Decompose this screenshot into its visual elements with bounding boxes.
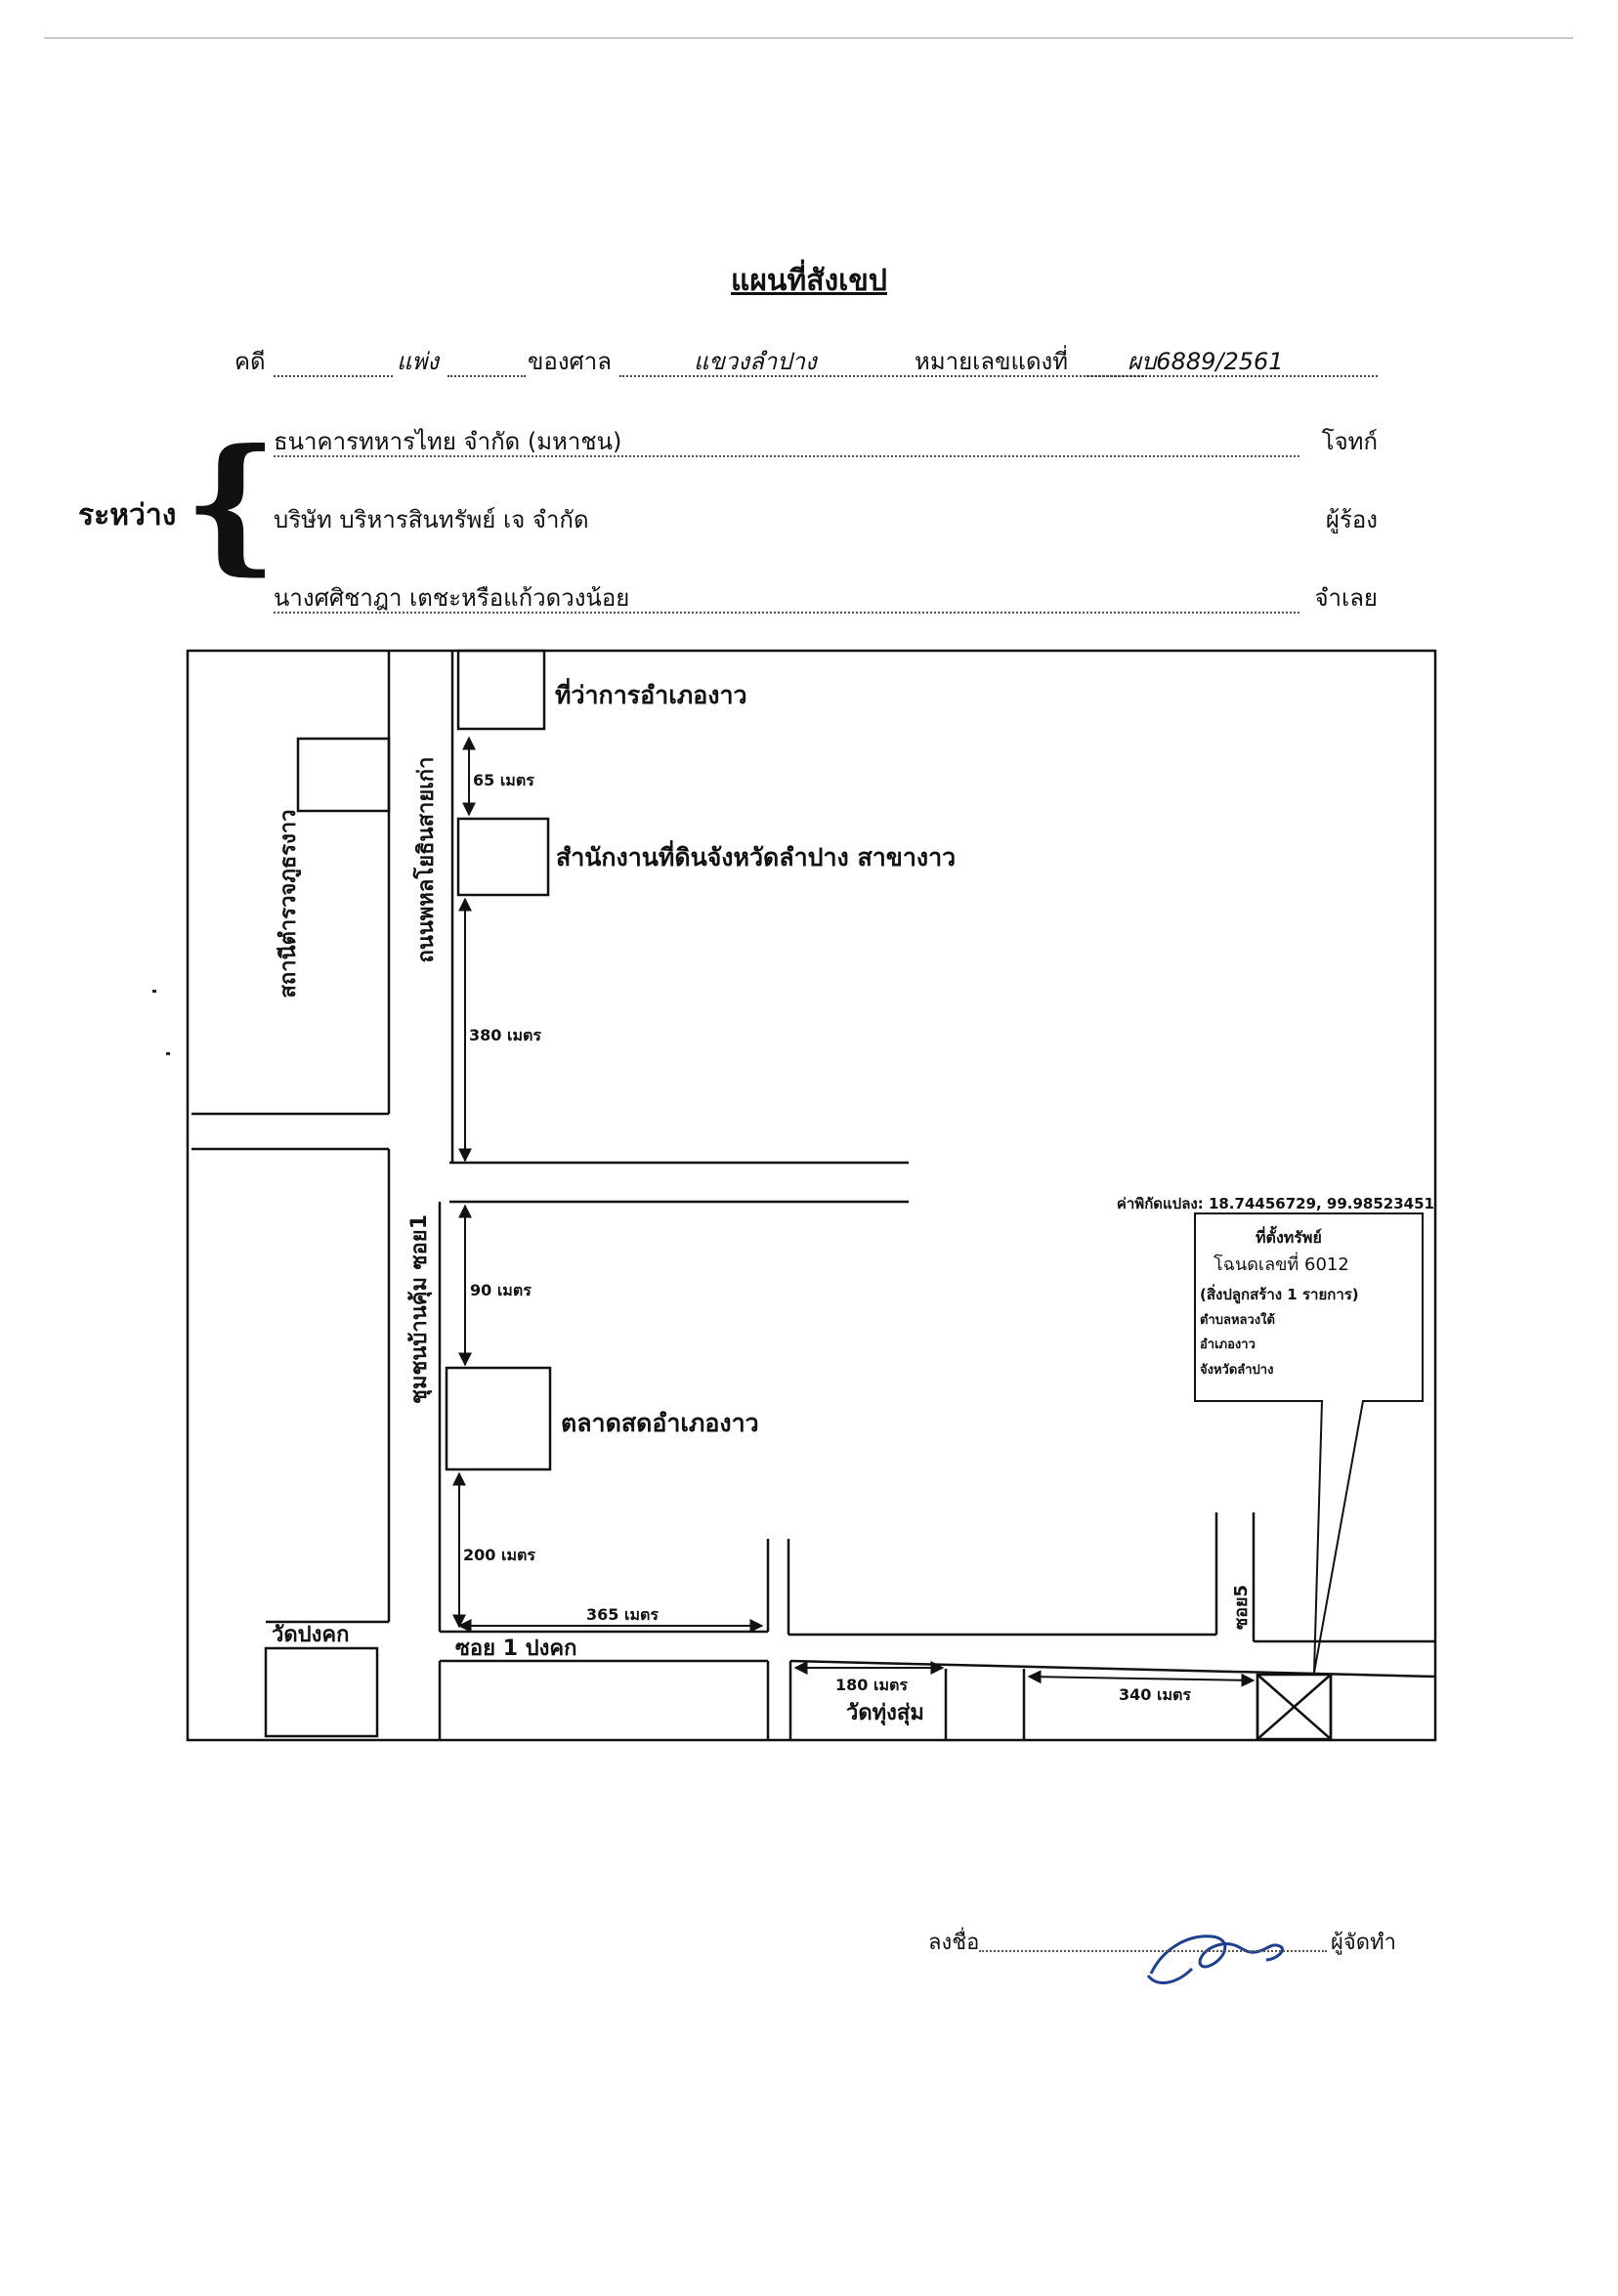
soi5-label: ซอย5: [1231, 1585, 1252, 1630]
party-name: บริษัท บริหารสินทรัพย์ เจ จำกัด: [274, 506, 589, 533]
land-office-label: สำนักงานที่ดินจังหวัดลำปาง สาขางาว: [556, 840, 956, 872]
district-office-label: ที่ว่าการอำเภองาว: [555, 678, 747, 709]
callout-line-3: (สิ่งปลูกสร้าง 1 รายการ): [1200, 1284, 1359, 1304]
party-role: ผู้ร้อง: [1325, 506, 1378, 533]
dist-340: 340 เมตร: [1119, 1685, 1191, 1704]
party-name: ธนาคารทหารไทย จำกัด (มหาชน): [274, 428, 622, 455]
scan-speck: [152, 990, 156, 993]
scan-speck: [166, 1052, 170, 1055]
temple-thung-label: วัดทุ่งสุ่ม: [846, 1701, 924, 1726]
sign-label: ลงชื่อ: [928, 1931, 980, 1955]
red-no: ผบ6889/2561: [1128, 348, 1284, 375]
callout-line-2: โฉนดเลขที่ 6012: [1214, 1252, 1349, 1275]
court-name: แขวงลำปาง: [694, 348, 817, 375]
sign-role: ผู้จัดทำ: [1331, 1931, 1396, 1955]
dist-380: 380 เมตร: [469, 1026, 541, 1044]
soi1-label: ซอย 1 ปงคก: [455, 1637, 576, 1661]
court-label: ของศาล: [528, 348, 612, 375]
district-office-building: [456, 649, 546, 731]
party-defendant: นางศศิชาฎา เตชะหรือแก้วดวงน้อย จำเลย: [274, 578, 1378, 617]
police-building: [296, 737, 391, 813]
dots: [447, 346, 526, 377]
dist-90: 90 เมตร: [470, 1281, 532, 1299]
market-building: [445, 1366, 552, 1471]
dist-200: 200 เมตร: [463, 1546, 535, 1564]
old-road-label: ถนนพหลโยธินสายเก่า: [412, 757, 439, 963]
callout-line-6: จังหวัดลำปาง: [1200, 1362, 1273, 1378]
case-line: คดี แพ่ง ของศาล แขวงลำปาง หมายเลขแดงที่ …: [234, 342, 1378, 381]
dots: [1086, 346, 1378, 377]
temple-pong-block: [264, 1646, 379, 1738]
signature-mark: [1146, 1935, 1284, 1984]
dl: [979, 1950, 1327, 1952]
party-role: โจทก์: [1321, 428, 1378, 455]
party-petitioner: บริษัท บริหารสินทรัพย์ เจ จำกัด ผู้ร้อง: [274, 500, 1378, 539]
temple-pong-label: วัดปงคก: [272, 1623, 349, 1647]
case-label: คดี: [234, 348, 266, 375]
between-label: ระหว่าง: [78, 498, 177, 532]
market-label: ตลาดสดอำเภองาว: [561, 1409, 759, 1437]
party-name: นางศศิชาฎา เตชะหรือแก้วดวงน้อย: [274, 584, 630, 612]
callout-line-5: อำเภองาว: [1200, 1337, 1256, 1352]
document-title: แผนที่สังเขป: [731, 264, 887, 298]
dist-65: 65 เมตร: [473, 771, 534, 789]
police-station-label: สถานีตำรวจภูธรงาว: [277, 809, 302, 998]
case-type: แพ่ง: [397, 348, 440, 375]
top-rule: [44, 37, 1573, 39]
brace-symbol: {: [184, 417, 278, 589]
dist-180: 180 เมตร: [835, 1676, 908, 1694]
dots: [274, 346, 393, 377]
party-plaintiff: ธนาคารทหารไทย จำกัด (มหาชน) โจทก์: [274, 422, 1378, 461]
line: [274, 612, 1299, 614]
line: [274, 455, 1299, 457]
dots: [619, 346, 1147, 377]
coords-label: ค่าพิกัดแปลง: 18.74456729, 99.98523451: [1117, 1195, 1434, 1212]
red-no-label: หมายเลขแดงที่: [915, 348, 1069, 375]
dist-365: 365 เมตร: [586, 1605, 659, 1624]
land-office-building: [456, 817, 550, 897]
community-label: ชุมชนบ้านคุ้ม ซอย1: [407, 1214, 433, 1404]
party-role: จำเลย: [1314, 584, 1378, 612]
signature-line: ลงชื่อ ผู้จัดทำ: [928, 1925, 1417, 1974]
property-marker: [1256, 1673, 1333, 1741]
callout-line-4: ตำบลหลวงใต้: [1200, 1311, 1275, 1328]
map-frame: [186, 649, 1437, 1742]
callout-box: [1194, 1212, 1424, 1674]
callout-line-1: ที่ตั้งทรัพย์: [1256, 1225, 1322, 1247]
